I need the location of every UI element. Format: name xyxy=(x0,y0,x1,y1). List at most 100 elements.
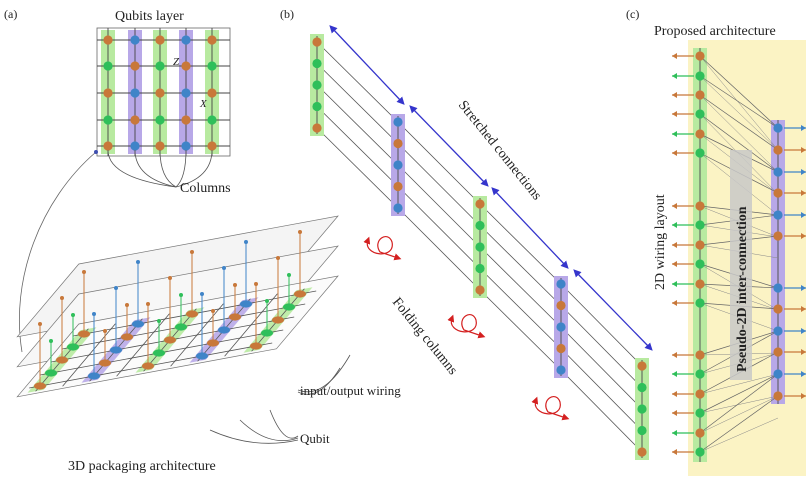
qubit xyxy=(475,199,485,209)
pin-head xyxy=(179,293,183,297)
pin-head xyxy=(125,303,129,307)
pin-head xyxy=(103,329,107,333)
qubit xyxy=(56,356,68,364)
stretched-connection xyxy=(479,246,562,328)
stretched-connection xyxy=(560,348,643,431)
pin-head xyxy=(287,273,291,277)
stretched-connection xyxy=(560,283,643,367)
panel-b-tag: (b) xyxy=(280,7,294,21)
pin-head xyxy=(298,230,302,234)
qubit xyxy=(695,298,705,308)
curved-fold-arrow-icon xyxy=(447,314,486,339)
qubit xyxy=(130,115,140,125)
pin-head xyxy=(114,286,118,290)
qubit xyxy=(88,372,100,380)
column-wire xyxy=(224,293,278,357)
io-arrow-icon xyxy=(672,352,677,358)
inter-connection xyxy=(699,113,779,173)
pin-head xyxy=(60,296,64,300)
qubit xyxy=(250,342,262,350)
inter-connection-label-box xyxy=(730,150,752,380)
qubit xyxy=(475,242,485,252)
qubit xyxy=(240,300,252,308)
curved-fold-arrow-icon xyxy=(363,236,402,261)
qubit xyxy=(773,231,783,241)
pin-head xyxy=(265,299,269,303)
x-axis-label: X xyxy=(199,98,208,110)
stretched-connections-label: Stretched connections xyxy=(455,98,544,203)
qubit xyxy=(103,141,113,151)
io-arrow-icon xyxy=(801,169,806,175)
qubit xyxy=(45,369,57,377)
io-arrow-icon xyxy=(801,328,806,334)
qubit xyxy=(181,35,191,45)
qubit xyxy=(773,347,783,357)
z-axis-label: Z xyxy=(173,56,180,68)
stretched-connection xyxy=(560,326,643,410)
folded-columns-drawing xyxy=(310,25,653,460)
qubit xyxy=(130,61,140,71)
zoom-anchor-dot xyxy=(94,150,98,154)
stretched-connection xyxy=(316,127,399,209)
inter-connection xyxy=(699,417,779,453)
qubit xyxy=(207,35,217,45)
bidirectional-arrow-icon xyxy=(491,187,569,269)
pin-head xyxy=(233,283,237,287)
io-arrow-icon xyxy=(672,410,677,416)
qubit-label: Qubit xyxy=(300,431,330,446)
io-arrow-icon xyxy=(672,203,677,209)
qubit xyxy=(475,263,485,274)
bidirectional-arrow-icon xyxy=(409,105,489,187)
stretched-connection xyxy=(397,207,481,291)
stretched-connection xyxy=(479,268,562,349)
column-wire xyxy=(170,303,224,367)
label-leader xyxy=(269,409,299,439)
qubit xyxy=(773,210,783,220)
qubit xyxy=(695,350,705,360)
inter-connection xyxy=(699,75,779,129)
pin-head xyxy=(82,270,86,274)
pin-head xyxy=(157,319,161,323)
qubit xyxy=(773,145,783,155)
inter-connection xyxy=(699,395,779,434)
io-arrow-icon xyxy=(672,53,677,59)
column-leader xyxy=(175,149,213,188)
qubit xyxy=(155,35,165,45)
qubit xyxy=(181,88,191,98)
inter-connection xyxy=(699,94,779,173)
qubit xyxy=(556,300,566,311)
qubit xyxy=(103,35,113,45)
stretched-connection xyxy=(316,84,399,166)
panel-c: (c) Proposed architecture 2D wiring layo… xyxy=(626,7,806,476)
column-leader xyxy=(134,149,177,188)
io-arrow-icon xyxy=(801,349,806,355)
qubit xyxy=(103,88,113,98)
qubit xyxy=(207,61,217,71)
qubit xyxy=(130,141,140,151)
pin-head xyxy=(190,250,194,254)
qubit xyxy=(312,123,322,133)
qubit xyxy=(773,283,783,293)
pin-head xyxy=(244,240,248,244)
qubit xyxy=(312,101,322,112)
qubit xyxy=(556,322,566,332)
column-leader xyxy=(159,149,177,188)
io-arrow-icon xyxy=(672,430,677,436)
folding-columns-label: Folding columns xyxy=(389,295,460,378)
stretched-connection xyxy=(560,305,643,388)
panel-a: (a) Qubits layer Z X Columns input/outpu… xyxy=(4,7,401,474)
io-arrow-icon xyxy=(672,300,677,306)
qubit xyxy=(773,326,783,336)
3d-packaging-drawing xyxy=(16,215,351,444)
qubit xyxy=(132,320,144,328)
pin-head xyxy=(38,322,42,326)
qubit xyxy=(695,428,705,438)
pin-head xyxy=(168,276,172,280)
qubit xyxy=(130,88,140,98)
qubit xyxy=(695,259,705,269)
io-wiring-label: input/output wiring xyxy=(300,383,401,398)
qubit xyxy=(773,369,783,379)
column-wire xyxy=(62,323,116,387)
qubit xyxy=(637,382,647,393)
